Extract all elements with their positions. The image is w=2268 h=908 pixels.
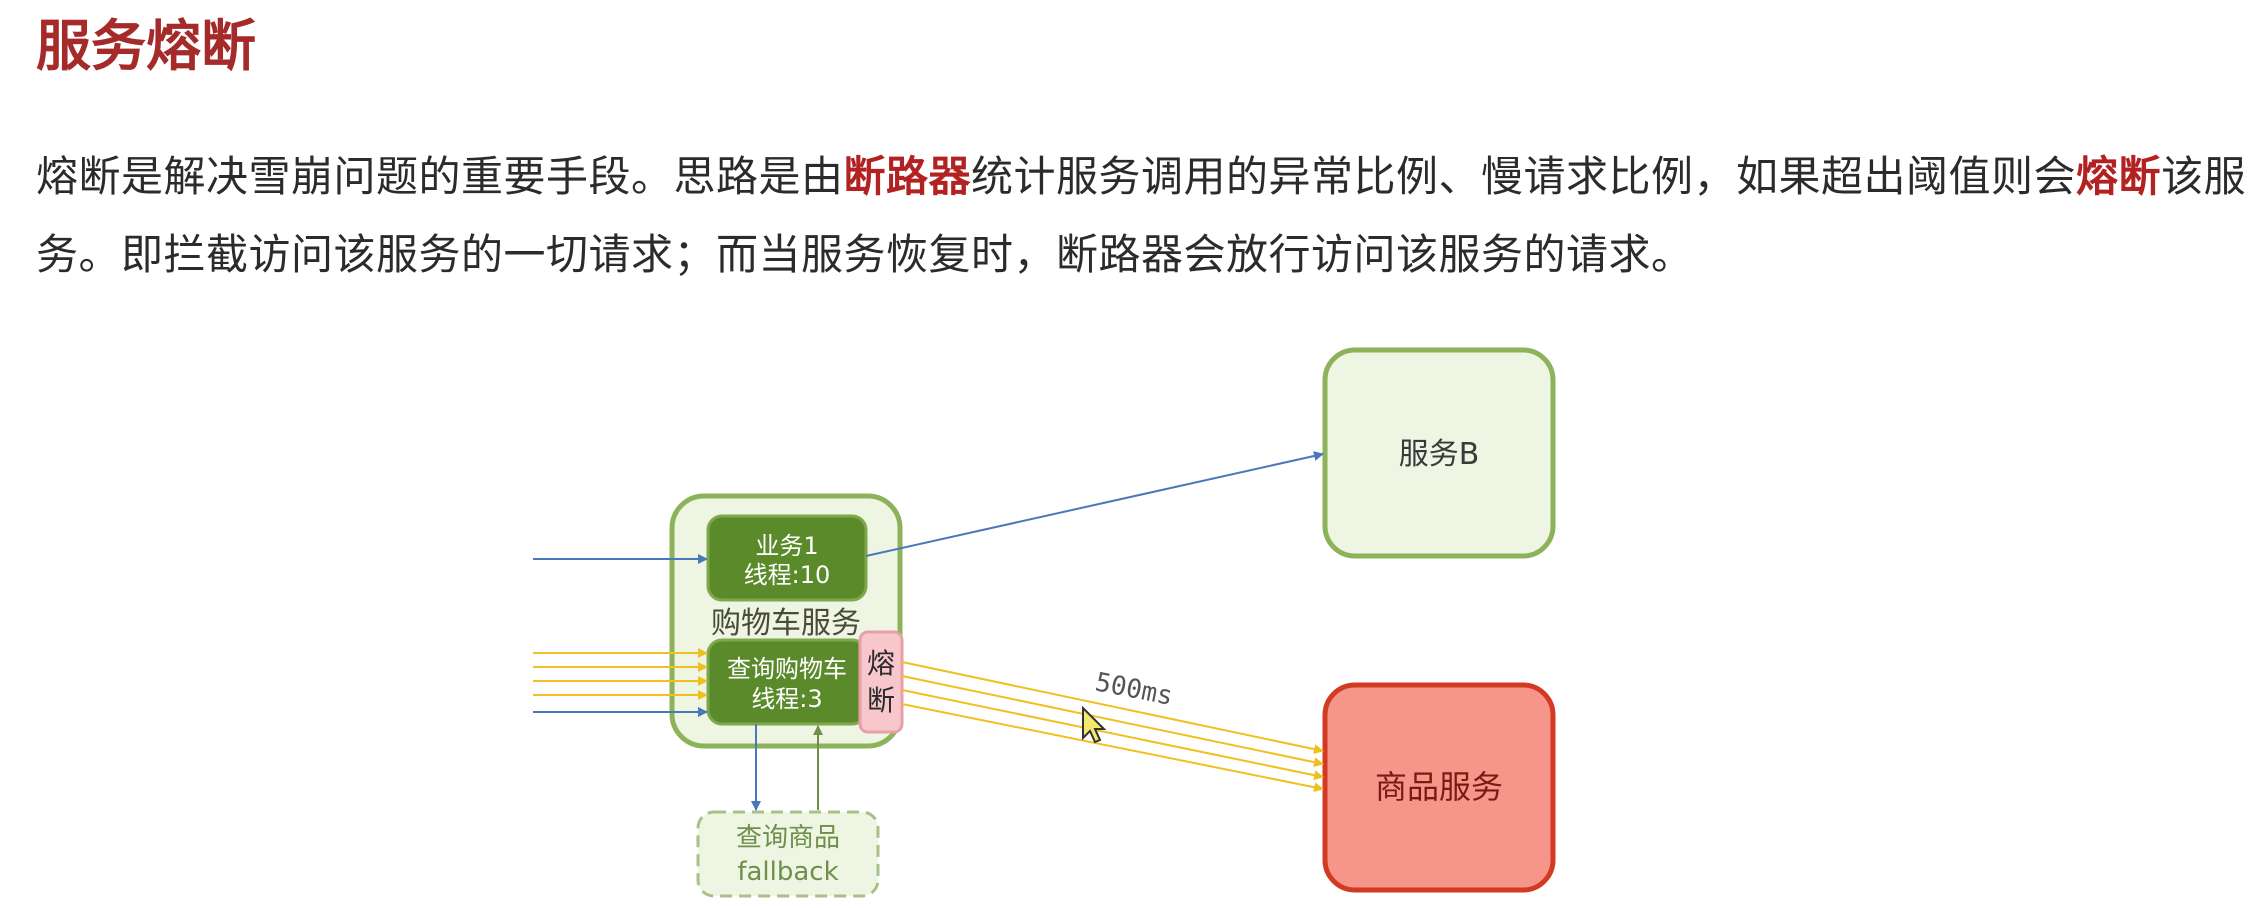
outgoing-yellow-3 — [901, 689, 1324, 781]
fallback-label-2: fallback — [737, 857, 838, 887]
biz1-label: 业务1 — [755, 532, 818, 560]
product-service-box — [1322, 682, 1556, 893]
breaker-label-2: 断 — [867, 684, 895, 717]
fallback-label-1: 查询商品 — [736, 823, 840, 853]
cart-service-label: 购物车服务 — [711, 606, 861, 641]
paragraph-text-2: 统计服务调用的异常比例、慢请求比例，如果超出阈值则会 — [971, 152, 2077, 201]
highlight-break: 熔断 — [2076, 152, 2162, 201]
query-cart-threads: 线程:3 — [751, 685, 822, 713]
biz1-threads: 线程:10 — [744, 561, 831, 589]
circuit-breaker-box — [858, 630, 904, 734]
paragraph-text-3: 该服务。即拦截访问该服务的一切请求；而当服务恢复时，断路器会放行访问该服务的请求… — [36, 152, 2247, 279]
intro-paragraph: 熔断是解决雪崩问题的重要手段。思路是由断路器统计服务调用的异常比例、慢请求比例，… — [36, 138, 2256, 294]
product-service-label: 商品服务 — [1375, 768, 1503, 806]
query-cart-label: 查询购物车 — [727, 655, 847, 683]
outgoing-yellow-1 — [901, 661, 1324, 755]
mouse-cursor-icon — [1082, 705, 1107, 744]
breaker-label-1: 熔 — [867, 647, 895, 680]
service-b-label: 服务B — [1399, 437, 1480, 472]
fallback-box — [696, 810, 880, 898]
service-b-box — [1322, 347, 1556, 559]
highlight-circuit-breaker: 断路器 — [843, 152, 972, 201]
page-title: 服务熔断 — [36, 14, 257, 78]
outgoing-yellow-2 — [901, 675, 1324, 768]
paragraph-text-1: 熔断是解决雪崩问题的重要手段。思路是由 — [36, 152, 844, 201]
outgoing-yellow-4 — [901, 703, 1324, 793]
biz1-thread-box — [706, 514, 868, 602]
arrow-to-service-b — [865, 451, 1324, 557]
